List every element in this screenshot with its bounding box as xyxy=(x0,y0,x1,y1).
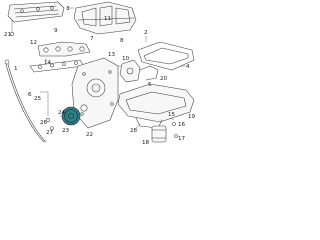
callout-label: 20 xyxy=(160,76,168,82)
callout-label: 1 xyxy=(14,66,18,72)
callout-label: 28 xyxy=(130,128,138,134)
callout-label: 19 xyxy=(188,114,196,120)
callout-label: 21 xyxy=(4,32,12,38)
callout-label: 8 xyxy=(120,38,124,44)
callout-label: 12 xyxy=(30,40,37,46)
callout-label: 6 xyxy=(28,92,32,98)
crankshaft-seal xyxy=(80,104,88,112)
oil-pan xyxy=(117,83,195,129)
sensor-fitting xyxy=(10,32,14,36)
callout-label: 7 xyxy=(90,36,94,42)
callout-label: 17 xyxy=(178,136,186,142)
callout-label: 2 xyxy=(144,30,148,36)
callout-label: 11 xyxy=(104,16,112,22)
callout-label: 25 xyxy=(34,96,42,102)
timing-cover xyxy=(71,57,119,129)
callout-label: 15 xyxy=(168,112,176,118)
oil-pan-gasket xyxy=(137,41,195,71)
callout-label: 24 xyxy=(58,110,66,116)
oil-filter xyxy=(151,125,167,143)
callout-labels: 3 9 12 14 21 7 8 10 13 24 23 22 6 1 25 2… xyxy=(4,6,196,146)
intake-manifold xyxy=(73,1,137,35)
callout-label: 16 xyxy=(178,122,186,128)
callout-label: 10 xyxy=(122,56,130,62)
dipstick-tube xyxy=(4,59,47,143)
callout-label: 4 xyxy=(186,64,190,70)
callout-label: 14 xyxy=(44,60,52,66)
callout-label: 9 xyxy=(54,28,58,34)
bolt-set xyxy=(45,117,178,138)
valve-cover xyxy=(7,1,65,23)
callout-label: 23 xyxy=(62,128,70,134)
callout-label: 5 xyxy=(148,82,152,88)
callout-label: 3 xyxy=(66,6,70,12)
callout-label: 13 xyxy=(108,52,116,58)
callout-label: 26 xyxy=(40,120,48,126)
oil-pump xyxy=(119,59,159,83)
callout-label: 18 xyxy=(142,140,150,146)
callout-label: 22 xyxy=(86,132,93,138)
manifold-gasket xyxy=(29,59,85,73)
callout-label: 27 xyxy=(46,130,54,136)
engine-parts-diagram: 3 9 12 14 21 7 8 10 13 24 23 22 6 1 25 2… xyxy=(4,1,196,146)
leader-lines xyxy=(40,7,186,129)
exhaust-manifold xyxy=(37,41,91,57)
